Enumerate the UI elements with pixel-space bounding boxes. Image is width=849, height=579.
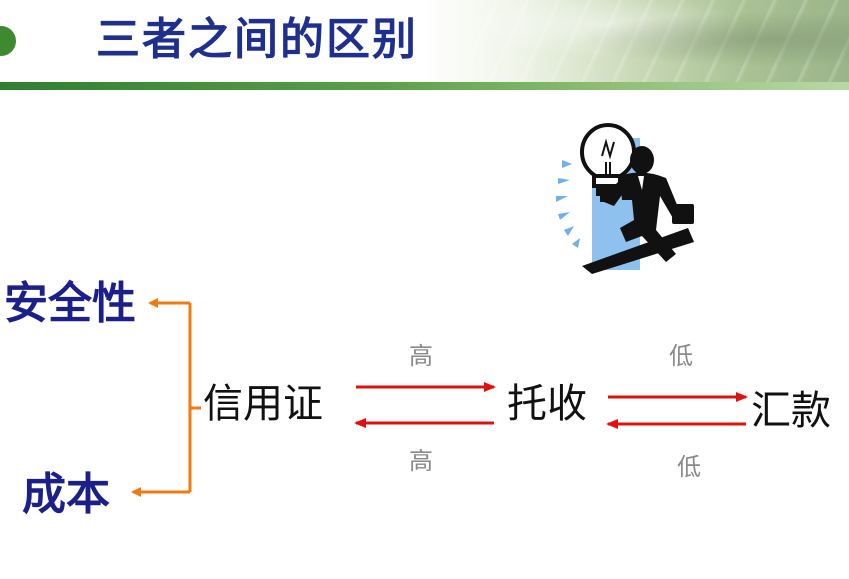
- node-safety: 安全性: [4, 278, 136, 329]
- label-right-bottom: 低: [677, 453, 701, 481]
- node-cost: 成本: [22, 469, 110, 520]
- node-remittance: 汇款: [751, 388, 831, 434]
- label-left-bottom: 高: [409, 447, 433, 475]
- header-handshake-art: [470, 0, 849, 82]
- slide-title: 三者之间的区别: [96, 14, 418, 65]
- header-divider: [0, 82, 849, 90]
- label-left-top: 高: [409, 342, 433, 370]
- title-bullet-icon: [0, 26, 16, 56]
- node-collection: 托收: [507, 381, 587, 427]
- businessman-lightbulb-icon: [556, 123, 694, 274]
- label-right-top: 低: [669, 342, 693, 370]
- node-letter-of-credit: 信用证: [203, 381, 323, 427]
- slide-header: [0, 0, 849, 82]
